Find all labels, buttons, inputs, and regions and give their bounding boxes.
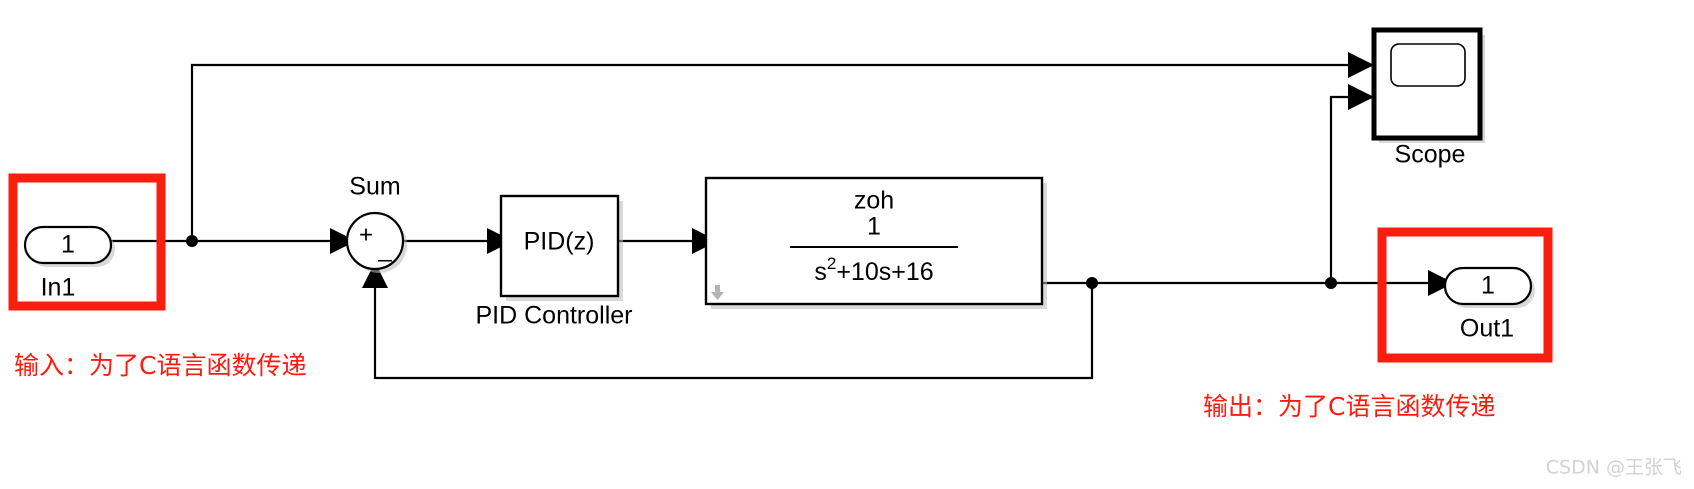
pid-label: PID Controller (476, 302, 633, 330)
outport-highlight-box (1377, 227, 1553, 363)
csdn-watermark: CSDN @王张飞 (1546, 457, 1682, 479)
transfer-function-numerator: 1 (867, 213, 881, 241)
wire-in1-to-scope[interactable] (190, 63, 1348, 241)
denominator-rest: +10s+16 (836, 258, 933, 286)
junction-dot-plant-output (1086, 277, 1098, 289)
arrowhead-sum-input (330, 228, 356, 254)
junction-dot-input (186, 235, 198, 247)
transfer-function-method: zoh (854, 187, 894, 215)
inport-label: In1 (41, 274, 76, 302)
wire-layer (100, 63, 1428, 380)
sum-plus-sign: + (359, 221, 373, 248)
junction-dot-out1 (1325, 277, 1337, 289)
down-arrow-icon (711, 285, 724, 300)
scope-block-group[interactable]: Scope (1371, 27, 1485, 169)
sum-minus-sign: _ (377, 235, 392, 262)
denominator-base: s (814, 258, 827, 286)
inport-port-number: 1 (61, 231, 75, 259)
transfer-function-body[interactable] (704, 176, 1044, 306)
denominator-exponent: 2 (827, 254, 836, 273)
output-annotation: 输出：为了C语言函数传递 (1203, 392, 1495, 421)
inport-block-group[interactable]: 1 In1 (8, 173, 166, 311)
outport-block-group[interactable]: 1 Out1 (1377, 227, 1553, 363)
input-annotation: 输入：为了C语言函数传递 (14, 351, 306, 380)
transfer-function-denominator: s2+10s+16 (814, 254, 933, 285)
outport-body[interactable] (1443, 266, 1533, 306)
transfer-function-block-group[interactable]: zoh 1 s2+10s+16 (704, 176, 1047, 309)
inport-highlight-box (8, 173, 166, 311)
pid-block-group[interactable]: PID(z) PID Controller (476, 194, 633, 330)
sum-block-group[interactable]: Sum + _ (345, 173, 407, 273)
arrowhead-scope-input-2 (1348, 84, 1374, 110)
outport-label: Out1 (1460, 315, 1514, 343)
sum-body[interactable] (345, 211, 405, 271)
scope-label: Scope (1395, 141, 1466, 169)
wire-feedback-to-sum[interactable] (373, 283, 1094, 380)
pid-body-text: PID(z) (524, 228, 595, 256)
arrowhead-scope-input-1 (1348, 52, 1374, 78)
arrowhead-out1-input (1428, 270, 1454, 296)
pid-body[interactable] (499, 194, 620, 298)
scope-screen-icon (1390, 43, 1466, 87)
inport-body[interactable] (23, 225, 113, 265)
wire-out-to-scope[interactable] (1329, 95, 1348, 283)
arrowhead-sum-feedback (362, 262, 388, 288)
sum-label: Sum (349, 173, 400, 201)
outport-port-number: 1 (1481, 272, 1495, 300)
